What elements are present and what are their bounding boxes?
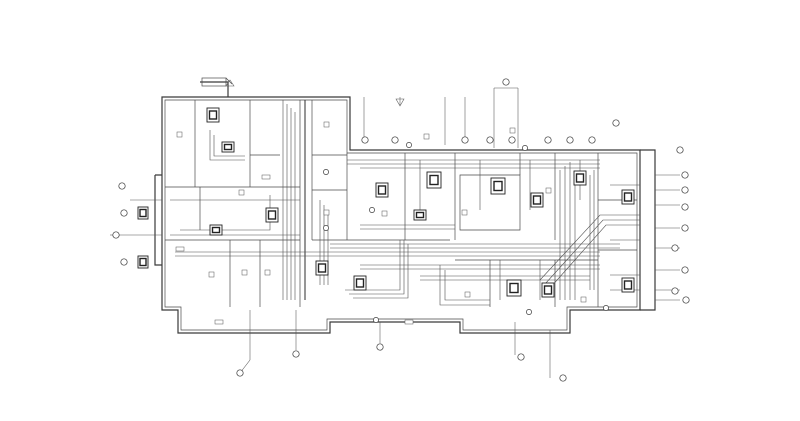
callout-bubble <box>323 225 329 231</box>
callout-bubble <box>502 78 510 86</box>
ac-unit-icon <box>413 209 427 221</box>
section-marker-icon <box>395 98 405 107</box>
callout-bubble <box>361 136 369 144</box>
callout-bubble <box>376 343 384 351</box>
callout-bubble <box>406 142 412 148</box>
callout-bubble <box>526 309 532 315</box>
ac-unit-icon <box>209 224 223 236</box>
ac-unit-icon <box>426 171 442 189</box>
callout-bubble <box>544 136 552 144</box>
callout-bubble <box>120 258 128 266</box>
callout-bubble <box>676 146 684 154</box>
room-tag <box>241 269 248 276</box>
callout-bubble <box>603 305 609 311</box>
callout-bubble <box>681 224 689 232</box>
room-tag <box>381 210 388 217</box>
equipment-units <box>137 107 635 298</box>
callout-bubble <box>681 203 689 211</box>
ac-unit-icon <box>206 107 220 123</box>
north-marker-icon <box>225 79 235 87</box>
ac-unit-icon <box>621 277 635 293</box>
room-tag <box>580 296 587 303</box>
ac-unit-icon <box>541 282 555 298</box>
roof-unit <box>201 77 227 87</box>
callout-bubble <box>391 136 399 144</box>
callout-bubble <box>522 145 528 151</box>
duct-network <box>170 100 640 306</box>
room-tag <box>323 209 330 216</box>
ac-unit-icon <box>137 255 149 269</box>
callout-bubble <box>112 231 120 239</box>
callout-bubble <box>292 350 300 358</box>
room-tag <box>464 291 471 298</box>
callout-bubble <box>682 296 690 304</box>
ac-unit-icon <box>353 275 367 291</box>
ac-unit-icon <box>506 279 522 297</box>
callout-bubble <box>486 136 494 144</box>
callout-bubble <box>588 136 596 144</box>
callout-bubble <box>508 136 516 144</box>
ac-unit-icon <box>137 206 149 220</box>
room-tag <box>404 319 414 325</box>
room-tag <box>238 189 245 196</box>
ac-unit-icon <box>315 260 329 276</box>
callout-bubble <box>681 266 689 274</box>
callout-bubble <box>566 136 574 144</box>
ac-unit-icon <box>490 177 506 195</box>
ac-unit-icon <box>265 207 279 223</box>
ac-unit-icon <box>375 182 389 198</box>
callout-bubble <box>323 169 329 175</box>
leader-lines <box>110 87 680 378</box>
callout-bubble <box>671 287 679 295</box>
room-tag <box>175 246 185 252</box>
ac-unit-icon <box>530 192 544 208</box>
callout-bubble <box>612 119 620 127</box>
ac-unit-icon <box>621 189 635 205</box>
room-tags <box>175 121 587 325</box>
room-tag <box>423 133 430 140</box>
callout-bubble <box>373 317 379 323</box>
callout-bubble <box>236 369 244 377</box>
callout-bubble <box>461 136 469 144</box>
interior-walls <box>165 100 637 307</box>
callout-bubbles <box>112 78 690 382</box>
ac-unit-icon <box>221 141 235 153</box>
room-tag <box>509 127 516 134</box>
callout-bubble <box>681 186 689 194</box>
room-tag <box>545 187 552 194</box>
room-tag <box>208 271 215 278</box>
section-markers <box>225 79 405 107</box>
room-tag <box>323 121 330 128</box>
room-tag <box>176 131 183 138</box>
callout-bubble <box>559 374 567 382</box>
room-tag <box>261 174 271 180</box>
callout-bubble <box>369 207 375 213</box>
room-tag <box>264 269 271 276</box>
building-outline <box>154 77 656 334</box>
ac-unit-icon <box>573 170 587 186</box>
callout-bubble <box>120 209 128 217</box>
room-tag <box>461 209 468 216</box>
callout-bubble <box>517 353 525 361</box>
room-tag <box>214 319 224 325</box>
callout-bubble <box>681 171 689 179</box>
callout-bubble <box>118 182 126 190</box>
callout-bubble <box>671 244 679 252</box>
